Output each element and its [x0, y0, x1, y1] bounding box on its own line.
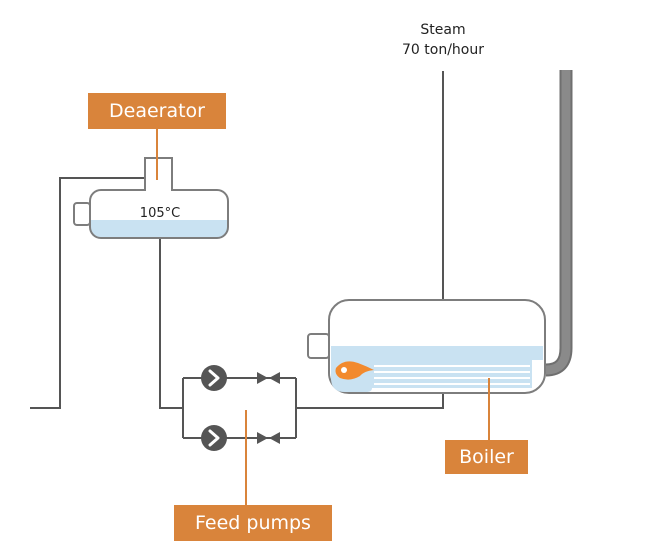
- boiler-label: Boiler: [445, 440, 528, 474]
- feed-pumps-label: Feed pumps: [174, 505, 332, 541]
- feed-pump-bottom-icon: [201, 425, 227, 451]
- feed-pump-top-icon: [201, 365, 227, 391]
- steam-rate: 70 ton/hour: [402, 42, 484, 58]
- deaerator-label: Deaerator: [88, 93, 226, 129]
- deaerator-vessel: [73, 157, 229, 239]
- feedwater-to-boiler-pipe: [296, 393, 444, 409]
- burner-flame-icon: [335, 361, 374, 380]
- makeup-water-pipe: [30, 177, 145, 409]
- check-valve-top-icon: [257, 372, 280, 384]
- deaerator-temperature: 105°C: [139, 206, 181, 221]
- check-valve-bottom-icon: [257, 432, 280, 444]
- chimney: [545, 70, 573, 377]
- steam-title: Steam: [420, 22, 466, 38]
- deaerator-outlet-pipe: [159, 237, 183, 409]
